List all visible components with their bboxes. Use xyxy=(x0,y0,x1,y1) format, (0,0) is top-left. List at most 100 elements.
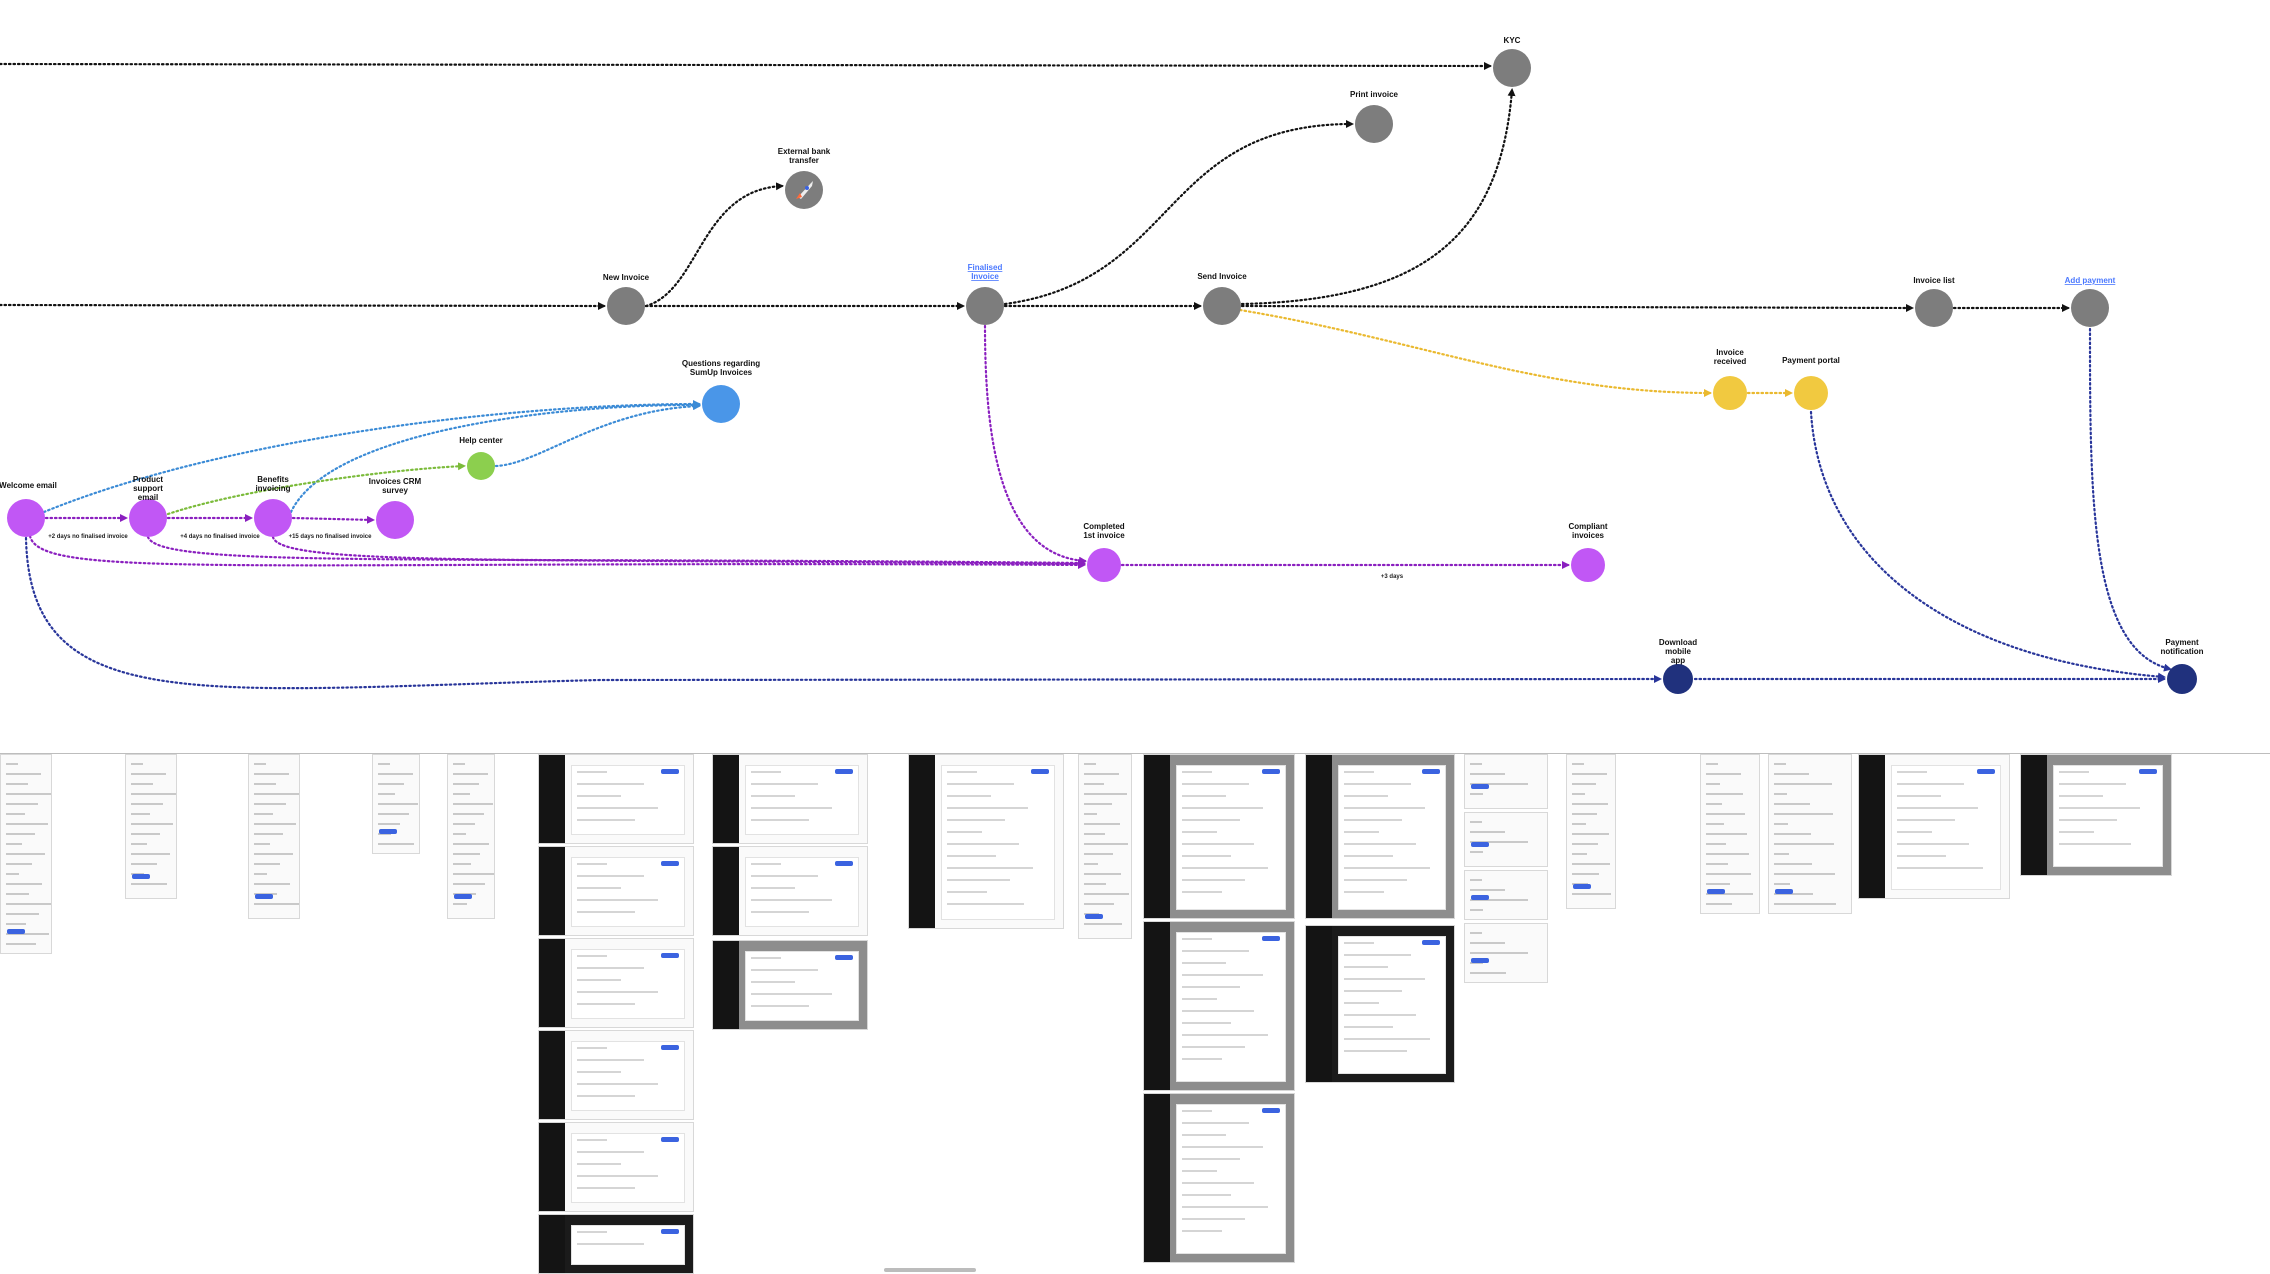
node-circle[interactable] xyxy=(1087,548,1121,582)
screenshot-thumbnail[interactable] xyxy=(1078,754,1132,939)
screenshot-thumbnail[interactable] xyxy=(1305,754,1455,919)
node-circle[interactable] xyxy=(607,287,645,325)
screenshot-thumbnail[interactable] xyxy=(538,1214,694,1274)
screenshot-thumbnail[interactable] xyxy=(538,1122,694,1212)
node-circle[interactable] xyxy=(1355,105,1393,143)
screenshot-thumbnail[interactable] xyxy=(248,754,300,919)
screenshot-thumbnail[interactable] xyxy=(1768,754,1852,914)
screenshot-thumbnail[interactable] xyxy=(538,846,694,936)
edge-welcome-email-to-questions-sumup xyxy=(42,400,701,514)
node-circle[interactable] xyxy=(254,499,292,537)
node-circle[interactable] xyxy=(2167,664,2197,694)
screenshot-thumbnail[interactable] xyxy=(1464,923,1548,983)
rocket-icon xyxy=(796,181,813,199)
node-label: KYC xyxy=(1504,36,1521,45)
node-circle[interactable] xyxy=(129,499,167,537)
edge-send-invoice-to-kyc xyxy=(1240,88,1516,306)
edge-welcome-email-to-download-mobile-app xyxy=(24,536,1662,690)
node-circle[interactable] xyxy=(467,452,495,480)
edge-label-benefits-to-survey: +15 days no finalised invoice xyxy=(289,534,373,540)
node-label[interactable]: Add payment xyxy=(2065,276,2116,285)
node-circle[interactable] xyxy=(785,171,823,209)
node-circle[interactable] xyxy=(1713,376,1747,410)
node-circle[interactable] xyxy=(1794,376,1828,410)
node-label: Help center xyxy=(459,436,503,445)
screenshot-thumbnail[interactable] xyxy=(712,940,868,1030)
node-circle[interactable] xyxy=(1493,49,1531,87)
screenshot-thumbnail[interactable] xyxy=(1566,754,1616,909)
screenshot-thumbnail[interactable] xyxy=(1464,754,1548,809)
screenshot-thumbnail[interactable] xyxy=(1143,1093,1295,1263)
screenshot-thumbnail[interactable] xyxy=(372,754,420,854)
screenshot-thumbnail[interactable] xyxy=(1464,870,1548,920)
edge-left-offscreen-1-to-kyc xyxy=(0,61,1492,70)
node-circle[interactable] xyxy=(2071,289,2109,327)
screenshot-thumbnail[interactable] xyxy=(2020,754,2172,876)
node-label: Send Invoice xyxy=(1197,272,1247,281)
screenshot-thumbnail[interactable] xyxy=(1143,754,1295,919)
node-label: New Invoice xyxy=(603,273,650,282)
screenshot-thumbnail[interactable] xyxy=(712,754,868,844)
node-circle[interactable] xyxy=(7,499,45,537)
edge-label-completed-to-compliant: +3 days xyxy=(1381,574,1404,580)
screenshot-thumbnail[interactable] xyxy=(538,1030,694,1120)
screenshot-thumbnail[interactable] xyxy=(0,754,52,954)
edge-label-welcome-to-support: +2 days no finalised invoice xyxy=(48,534,128,540)
node-circle[interactable] xyxy=(702,385,740,423)
screenshot-thumbnail[interactable] xyxy=(1143,921,1295,1091)
node-print-invoice[interactable]: Print invoice xyxy=(1350,90,1399,143)
node-welcome-email[interactable]: Welcome email xyxy=(0,481,57,537)
screenshot-thumbnail[interactable] xyxy=(1858,754,2010,899)
edge-label-support-to-benefits: +4 days no finalised invoice xyxy=(180,534,260,540)
node-send-invoice[interactable]: Send Invoice xyxy=(1197,272,1247,325)
screenshot-thumbnails-strip xyxy=(0,754,2270,1274)
screenshot-thumbnail[interactable] xyxy=(538,754,694,844)
node-payment-portal[interactable]: Payment portal xyxy=(1782,356,1840,410)
screenshot-thumbnail[interactable] xyxy=(712,846,868,936)
node-circle[interactable] xyxy=(1663,664,1693,694)
screenshot-thumbnail[interactable] xyxy=(538,938,694,1028)
horizontal-scrollbar[interactable] xyxy=(884,1268,976,1272)
node-kyc[interactable]: KYC xyxy=(1493,36,1531,87)
node-circle[interactable] xyxy=(1203,287,1241,325)
edge-finalised-invoice-to-completed-first-invoice xyxy=(983,324,1087,565)
node-invoice-list[interactable]: Invoice list xyxy=(1913,276,1955,327)
screenshot-thumbnail[interactable] xyxy=(1700,754,1760,914)
screenshot-thumbnail[interactable] xyxy=(1305,925,1455,1083)
node-circle[interactable] xyxy=(966,287,1004,325)
node-circle[interactable] xyxy=(1915,289,1953,327)
node-help-center[interactable]: Help center xyxy=(459,436,503,480)
divider xyxy=(0,753,2270,754)
node-circle[interactable] xyxy=(1571,548,1605,582)
edge-send-invoice-to-invoice-received xyxy=(1238,308,1712,397)
screenshot-thumbnail[interactable] xyxy=(125,754,177,899)
screenshot-thumbnail[interactable] xyxy=(447,754,495,919)
edge-product-support-email-to-completed-first-invoice xyxy=(146,535,1086,567)
screenshot-thumbnail[interactable] xyxy=(908,754,1064,929)
screenshot-thumbnail[interactable] xyxy=(1464,812,1548,867)
node-add-payment[interactable]: Add payment xyxy=(2065,276,2116,327)
edge-welcome-email-to-completed-first-invoice xyxy=(28,534,1086,569)
node-circle[interactable] xyxy=(376,501,414,539)
node-new-invoice[interactable]: New Invoice xyxy=(603,273,650,325)
